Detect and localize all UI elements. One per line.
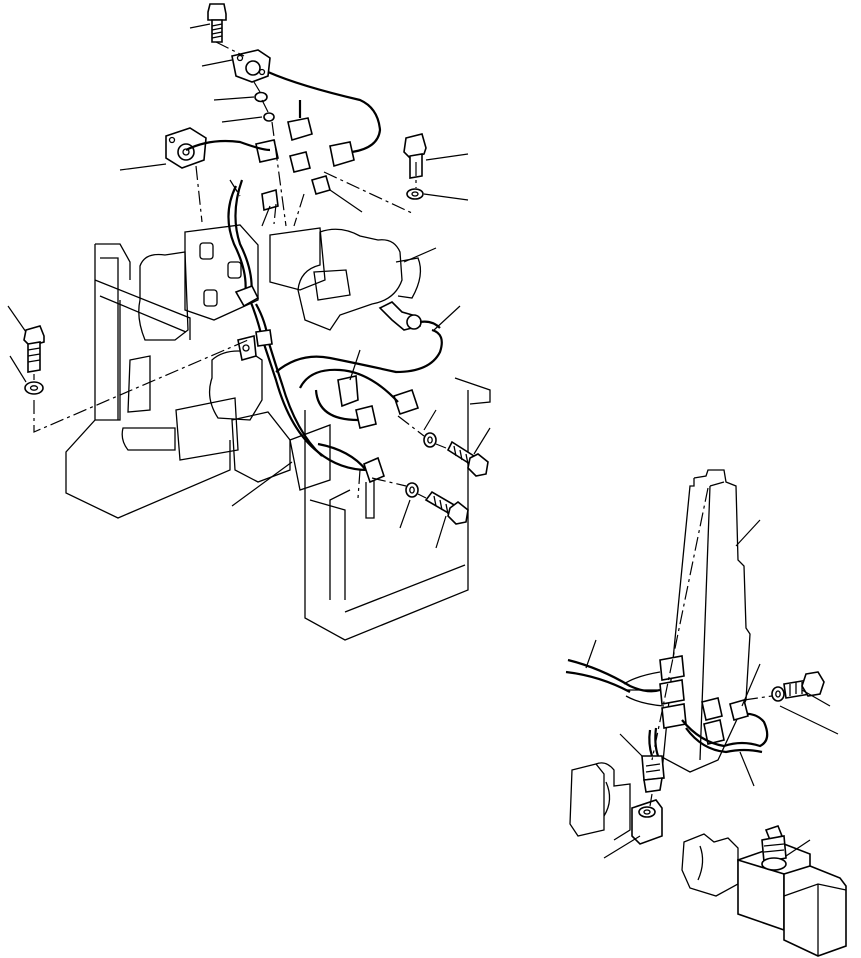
pressure-sensor-top: [232, 50, 270, 82]
washer-right-b: [406, 483, 418, 497]
assembly-lines-inset: [650, 488, 772, 806]
sensor-inset: [642, 756, 664, 792]
bolt-right-b: [426, 492, 468, 524]
washer-left: [25, 382, 43, 394]
valve-block-inset: [570, 763, 662, 844]
wiring-harness: [186, 72, 442, 470]
connector-block: [256, 118, 418, 428]
harness-inset: [566, 656, 767, 756]
assembly-lines-main: [34, 42, 446, 498]
washer-upper-right: [407, 189, 423, 199]
sensor-bolt-top: [208, 4, 226, 42]
bolt-inset: [784, 672, 824, 698]
valve-housing-inset: [682, 834, 846, 956]
leader-lines-main: [8, 24, 490, 548]
bolt-left: [24, 326, 44, 372]
leader-lines-inset: [586, 520, 838, 858]
bolt-upper-right: [404, 134, 426, 178]
washer-upper: [255, 93, 267, 102]
bolt-right-a: [448, 442, 488, 476]
washer-inset: [772, 687, 784, 701]
control-valve-assembly: [122, 225, 420, 490]
pressure-switch-inset: [762, 826, 786, 870]
pressure-switch: [380, 302, 440, 330]
pressure-sensor-left: [166, 128, 206, 168]
mounting-bracket: [66, 244, 490, 640]
washer-right-a: [424, 433, 436, 447]
bracket-column-inset: [660, 470, 750, 772]
o-ring-upper: [264, 113, 274, 121]
